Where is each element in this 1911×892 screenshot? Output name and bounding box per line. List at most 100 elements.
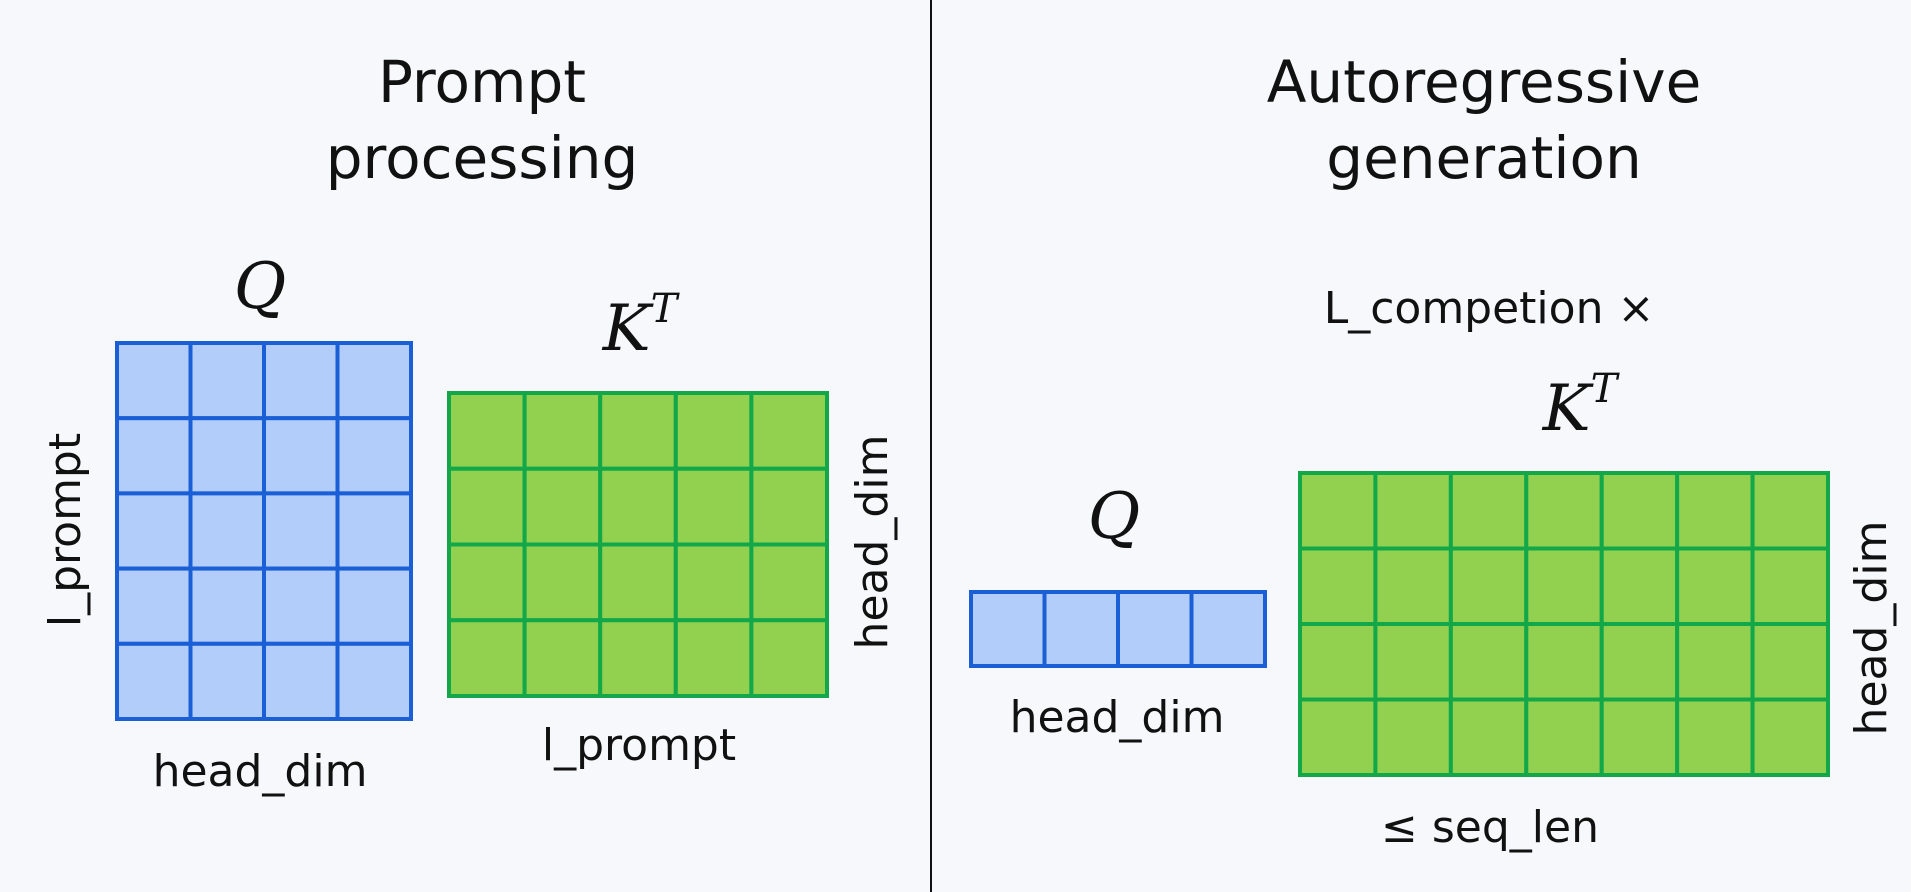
left-q-cell [115,641,193,721]
left-k-cell [447,542,527,623]
right-k-cell [1599,697,1680,777]
left-k-cell [598,618,678,698]
right-k-cell [1599,471,1680,551]
right-k-cell [1524,697,1604,777]
left-k-cell [598,542,678,623]
left-k-symbol: KT [602,286,681,366]
right-k-cell [1373,471,1453,551]
right-k-cell [1675,471,1755,551]
left-k-cell [522,618,603,698]
left-q-cell [115,416,193,496]
left-title-line2: processing [326,124,639,192]
right-k-cell [1298,546,1378,626]
right-k-cell [1298,697,1378,777]
right-title-line2: generation [1326,124,1641,192]
left-q-cell [262,416,340,496]
right-k-cell [1599,622,1680,702]
right-k-cell [1524,622,1604,702]
right-k-cell [1298,471,1378,551]
right-panel: Autoregressive generation L_competion × … [969,48,1897,853]
right-k-cell [1524,546,1604,626]
left-q-cell [188,341,266,421]
left-k-cell [598,391,678,471]
left-q-cell [188,491,266,571]
right-k-cell [1448,622,1529,702]
right-k-superscript: T [1591,366,1621,412]
left-q-cell [262,491,340,571]
right-k-cell [1373,546,1453,626]
left-q-cell [335,491,413,571]
right-q-cell [1189,590,1267,668]
left-k-cell [522,391,603,471]
right-k-matrix [1298,471,1830,777]
right-k-row-label: head_dim [1846,521,1897,736]
left-k-matrix [447,391,830,698]
left-title-line1: Prompt [378,48,586,116]
left-q-col-label: head_dim [153,746,368,797]
left-k-cell [522,542,603,623]
right-k-cell [1750,697,1830,777]
repeat-label: L_competion × [1324,283,1655,334]
left-k-superscript: T [651,286,681,332]
right-q-cell [1116,590,1194,668]
right-k-cell [1373,622,1453,702]
left-k-cell [749,391,830,471]
right-k-col-label: ≤ seq_len [1381,802,1599,853]
right-q-cell [969,590,1047,668]
left-k-cell [447,466,527,547]
left-q-cell [188,566,266,646]
left-q-cell [335,416,413,496]
left-k-cell [522,466,603,547]
left-q-cell [262,341,340,421]
left-q-cell [115,491,193,571]
left-q-cell [335,641,413,721]
left-k-cell [673,542,754,623]
left-q-symbol: Q [234,250,286,324]
left-q-cell [115,341,193,421]
left-k-cell [598,466,678,547]
left-k-cell [749,542,830,623]
right-k-cell [1448,697,1529,777]
left-k-letter: K [602,292,654,366]
left-k-cell [749,466,830,547]
left-k-cell [447,391,527,471]
left-q-cell [115,566,193,646]
left-k-cell [673,618,754,698]
right-k-cell [1448,471,1529,551]
left-q-cell [335,566,413,646]
right-q-symbol: Q [1088,480,1140,554]
right-title-line1: Autoregressive [1267,48,1702,116]
left-k-col-label: l_prompt [542,720,736,771]
left-panel: Prompt processing Q l_prompt head_dim KT… [40,48,898,797]
right-k-cell [1524,471,1604,551]
right-q-matrix [969,590,1267,668]
right-q-cell [1042,590,1120,668]
left-k-cell [447,618,527,698]
left-k-cell [749,618,830,698]
right-k-cell [1675,697,1755,777]
right-k-cell [1298,622,1378,702]
left-q-cell [188,641,266,721]
left-q-matrix [115,341,413,721]
right-k-letter: K [1542,372,1594,446]
left-q-cell [335,341,413,421]
right-q-col-label: head_dim [1010,692,1225,743]
left-k-row-label: head_dim [847,435,898,650]
right-k-symbol: KT [1542,366,1621,446]
right-k-cell [1750,622,1830,702]
left-k-cell [673,391,754,471]
left-k-cell [673,466,754,547]
left-q-cell [262,566,340,646]
left-q-cell [262,641,340,721]
left-q-row-label: l_prompt [40,433,91,627]
right-k-cell [1448,546,1529,626]
right-k-cell [1675,622,1755,702]
right-k-cell [1373,697,1453,777]
right-k-cell [1750,546,1830,626]
right-k-cell [1675,546,1755,626]
right-k-cell [1750,471,1830,551]
right-k-cell [1599,546,1680,626]
left-q-cell [188,416,266,496]
